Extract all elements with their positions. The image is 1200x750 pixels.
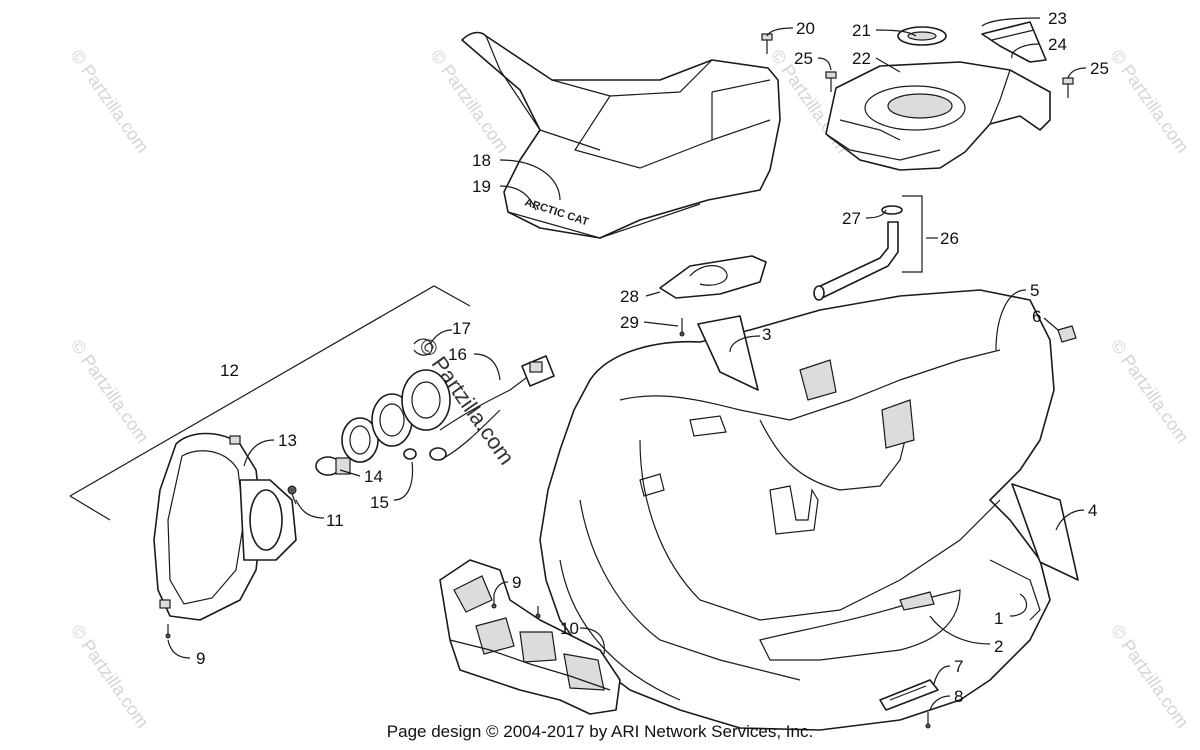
callout-15: 15 <box>370 493 389 512</box>
callout-28: 28 <box>620 287 639 306</box>
decal-3 <box>697 315 759 391</box>
screw-29 <box>679 318 685 337</box>
callout-27: 27 <box>842 209 861 228</box>
page-footer-copyright: Page design © 2004-2017 by ARI Network S… <box>386 722 814 741</box>
seat-part: ARCTIC CAT <box>461 31 781 239</box>
callout-26: 26 <box>940 229 959 248</box>
callout-7: 7 <box>954 657 963 676</box>
watermark: © Partzilla.com <box>1107 621 1193 732</box>
front-grille-part <box>439 559 621 715</box>
watermark: © Partzilla.com <box>1107 46 1193 157</box>
clip-6 <box>1057 325 1077 343</box>
bulb-socket-15 <box>403 447 447 461</box>
callout-2: 2 <box>994 637 1003 656</box>
callout-5: 5 <box>1030 281 1039 300</box>
assembly-bracket-12 <box>69 285 471 521</box>
callout-3: 3 <box>762 325 771 344</box>
callout-19: 19 <box>472 177 491 196</box>
watermark: © Partzilla.com <box>1107 336 1193 447</box>
screw-11 <box>287 485 297 505</box>
callout-17: 17 <box>452 319 471 338</box>
bulb-14 <box>315 456 351 476</box>
screw-20 <box>761 33 773 54</box>
screw-9-grille <box>491 594 541 619</box>
callout-11: 11 <box>326 511 344 530</box>
screw-25-right <box>1062 77 1074 98</box>
gas-cap-ring-21 <box>897 26 947 46</box>
callout-4: 4 <box>1088 501 1097 520</box>
callout-29: 29 <box>620 313 639 332</box>
decal-4 <box>1011 483 1079 581</box>
callout-1: 1 <box>994 609 1003 628</box>
watermark: © Partzilla.com <box>67 336 153 447</box>
callout-25-right: 25 <box>1090 59 1109 78</box>
callout-24: 24 <box>1048 35 1067 54</box>
reflector-strip-7 <box>879 679 939 711</box>
callout-9-grille: 9 <box>512 573 521 592</box>
callout-22: 22 <box>852 49 871 68</box>
watermark: © Partzilla.com <box>67 621 153 732</box>
headlight-housing-13 <box>153 432 297 621</box>
callout-8: 8 <box>954 687 963 706</box>
callout-14: 14 <box>364 467 383 486</box>
callout-20: 20 <box>796 19 815 38</box>
screw-9-headlight <box>165 624 171 639</box>
front-body-panel-part <box>539 289 1055 731</box>
callout-25-left: 25 <box>794 49 813 68</box>
watermark: © Partzilla.com <box>67 46 153 157</box>
callout-12: 12 <box>220 361 239 380</box>
callout-18: 18 <box>472 151 491 170</box>
callout-numbers: 1 2 3 4 5 6 7 8 9 9 10 11 12 13 14 15 16… <box>196 9 1109 706</box>
callout-10: 10 <box>560 619 579 638</box>
fuel-tank-cover-part <box>825 61 1051 171</box>
callout-21: 21 <box>852 21 871 40</box>
wiring-harness-16 <box>439 355 555 461</box>
decal-23-24 <box>981 21 1047 63</box>
headlight-adjuster-ring <box>341 369 451 463</box>
callout-6: 6 <box>1032 307 1041 326</box>
screw-8 <box>925 712 931 729</box>
screw-25-left <box>825 71 837 92</box>
callout-16: 16 <box>448 345 467 364</box>
vent-tube-part <box>813 195 923 301</box>
callout-23: 23 <box>1048 9 1067 28</box>
access-panel-28 <box>659 255 767 299</box>
callout-9-headlight: 9 <box>196 649 205 668</box>
leader-lines <box>167 17 1087 711</box>
callout-13: 13 <box>278 431 297 450</box>
clip-17 <box>413 338 433 356</box>
